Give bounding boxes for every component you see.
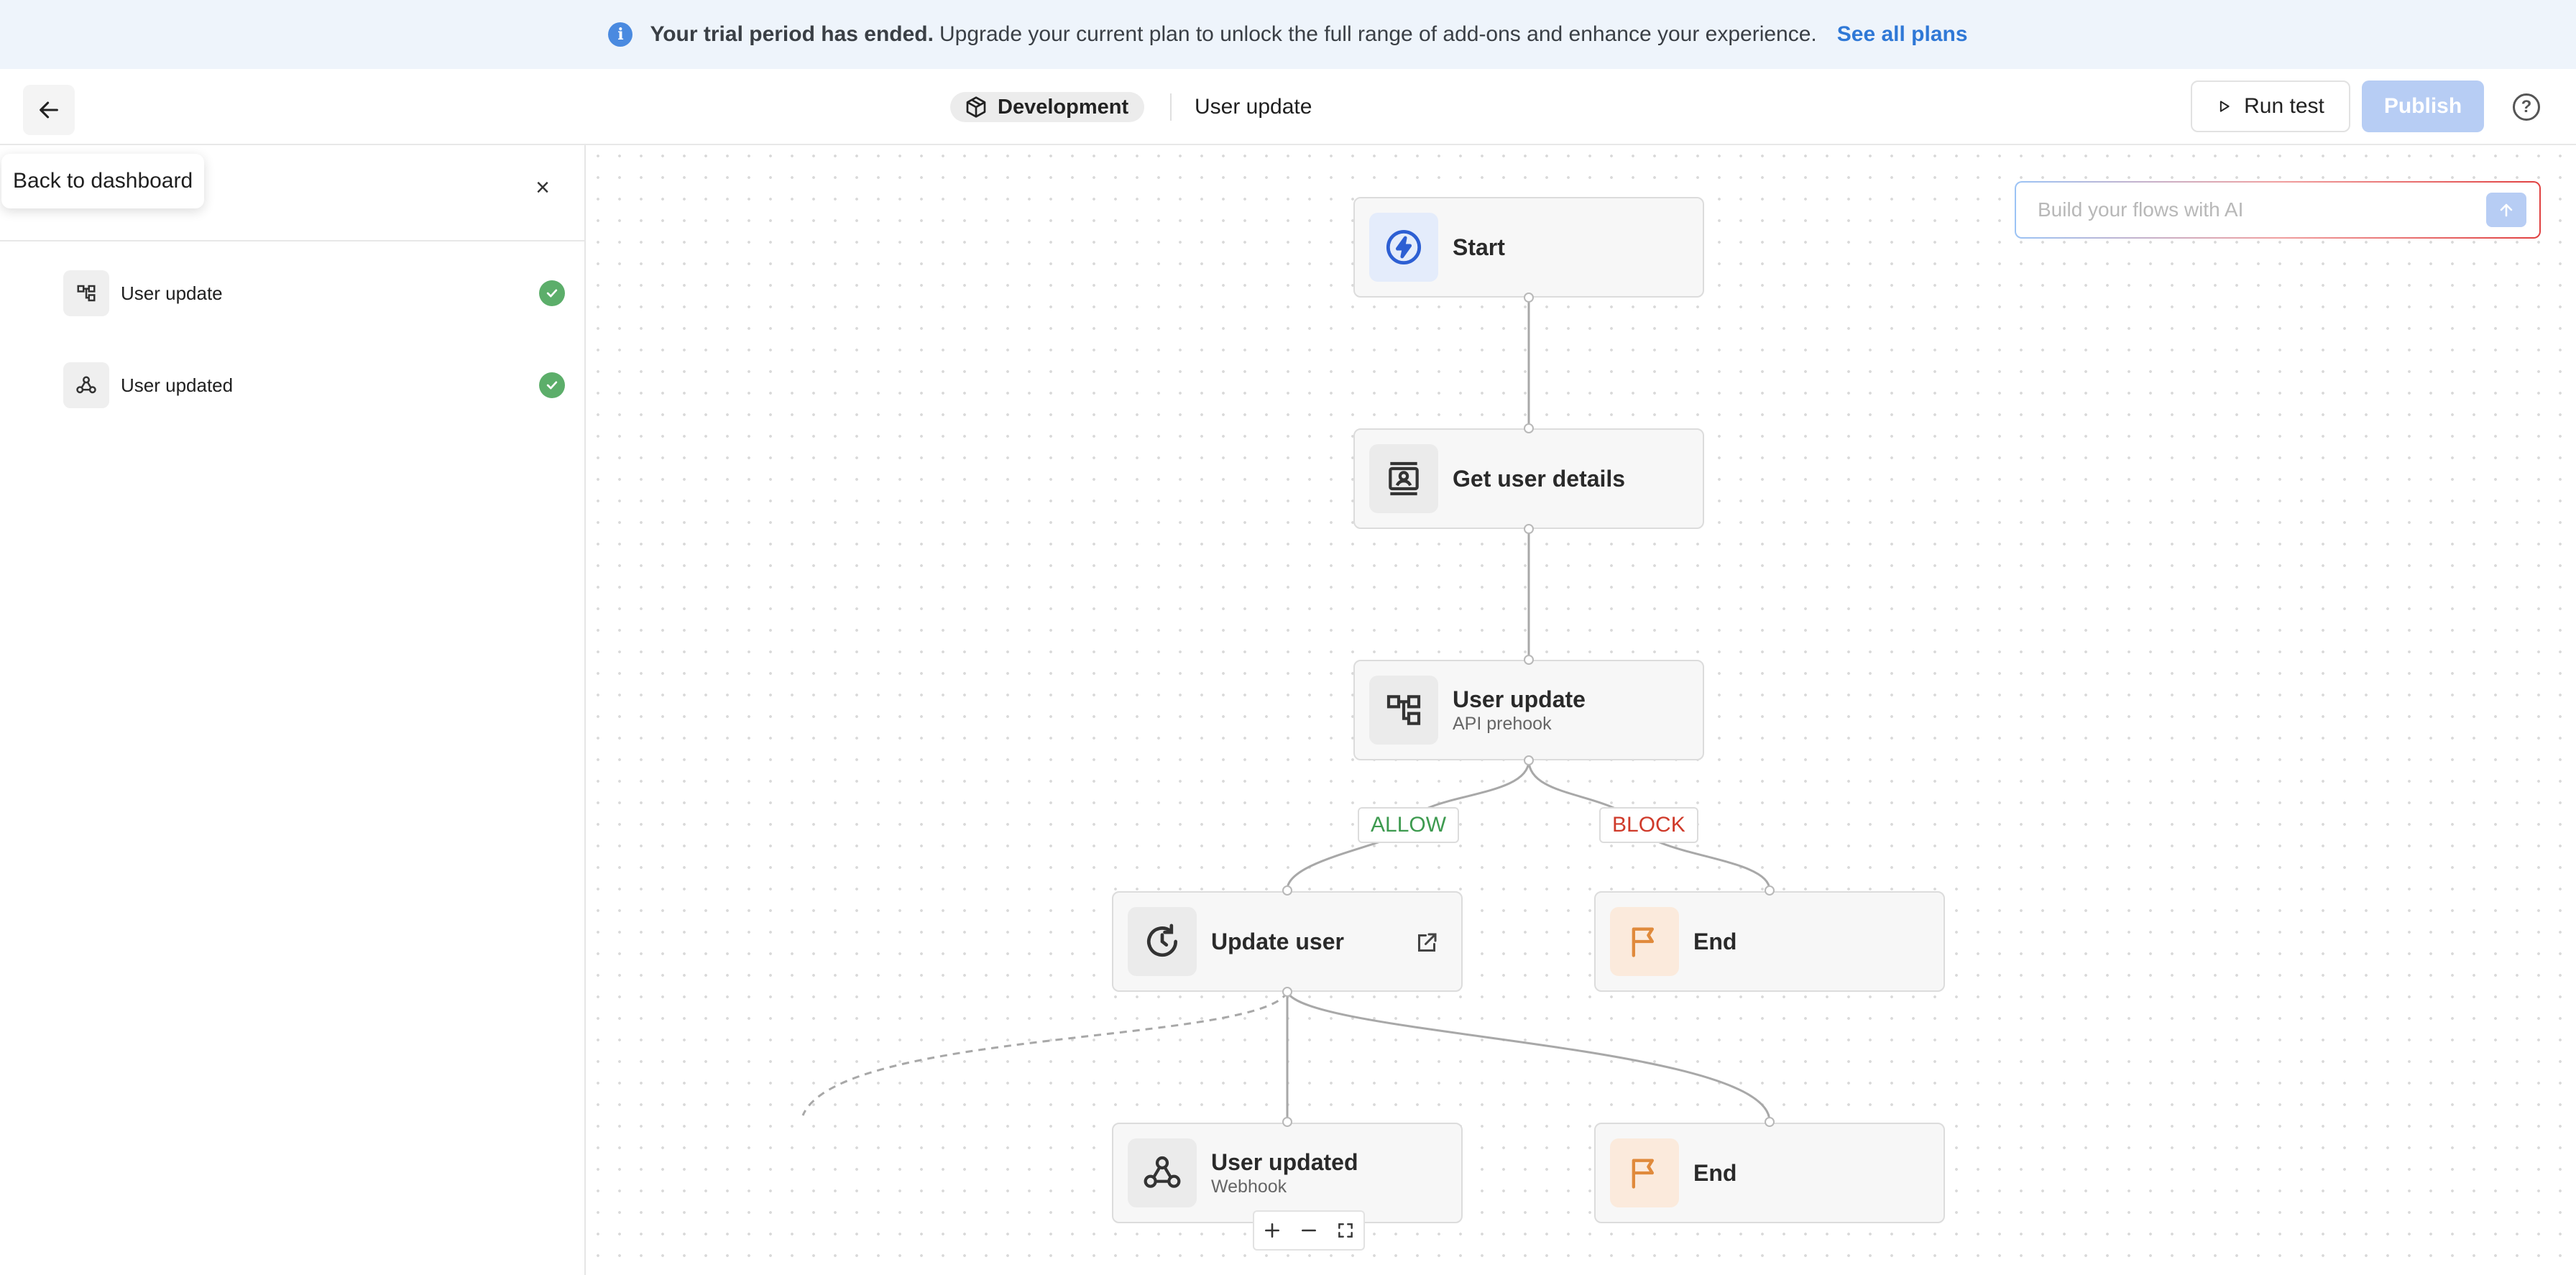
trial-banner: i Your trial period has ended. Upgrade y… xyxy=(0,0,2576,69)
connector-handle[interactable] xyxy=(1524,524,1534,534)
plus-icon xyxy=(1265,1223,1280,1238)
sidebar-item-user-update[interactable]: User update xyxy=(63,270,566,316)
banner-text: Upgrade your current plan to unlock the … xyxy=(939,22,1817,46)
publish-button[interactable]: Publish xyxy=(2362,80,2484,132)
connector-handle[interactable] xyxy=(1524,655,1534,665)
package-icon xyxy=(966,96,986,118)
node-title: End xyxy=(1693,929,1737,954)
header: Development User update Run test Publish… xyxy=(0,69,2576,145)
node-user-update-prehook[interactable]: User update API prehook xyxy=(1353,660,1704,760)
sidebar-item-user-updated[interactable]: User updated xyxy=(63,362,566,408)
banner-bold-text: Your trial period has ended. xyxy=(650,22,934,46)
zoom-in-button[interactable] xyxy=(1259,1218,1285,1243)
help-icon[interactable]: ? xyxy=(2513,93,2540,121)
minus-icon xyxy=(1302,1229,1316,1232)
node-end-block[interactable]: End xyxy=(1594,891,1945,992)
run-test-label: Run test xyxy=(2244,94,2324,118)
sidebar-item-label: User updated xyxy=(121,374,234,396)
flow-title: User update xyxy=(1195,95,1312,119)
node-title: User updated xyxy=(1211,1149,1358,1175)
connector-handle[interactable] xyxy=(1524,755,1534,765)
node-title: Start xyxy=(1453,234,1505,260)
user-card-icon xyxy=(1369,444,1438,513)
branch-block-label: BLOCK xyxy=(1599,807,1698,843)
sidebar: Back to dashboard × User update User upd… xyxy=(0,145,586,1275)
close-icon[interactable]: × xyxy=(535,174,550,201)
ai-prompt-input[interactable] xyxy=(2038,198,2486,221)
connector-handle[interactable] xyxy=(1765,1117,1775,1127)
refresh-icon xyxy=(1128,907,1197,976)
edge-dangling xyxy=(801,991,1289,1116)
connector-handle[interactable] xyxy=(1282,1117,1292,1127)
run-test-button[interactable]: Run test xyxy=(2191,80,2350,132)
header-divider xyxy=(1170,93,1172,121)
node-subtitle: API prehook xyxy=(1453,714,1552,734)
environment-label: Development xyxy=(998,95,1129,119)
node-title: Update user xyxy=(1211,929,1344,954)
arrow-up-icon xyxy=(2500,203,2513,217)
lightning-icon xyxy=(1369,213,1438,282)
node-user-updated-webhook[interactable]: User updated Webhook xyxy=(1112,1123,1463,1223)
webhook-icon xyxy=(63,362,109,408)
node-end-bottom[interactable]: End xyxy=(1594,1123,1945,1223)
external-link-icon[interactable] xyxy=(1414,930,1440,959)
check-icon xyxy=(539,372,565,398)
ai-send-button[interactable] xyxy=(2486,193,2526,227)
api-prehook-icon xyxy=(1369,676,1438,745)
environment-badge[interactable]: Development xyxy=(950,92,1145,122)
flag-icon xyxy=(1610,1138,1679,1207)
connector-handle[interactable] xyxy=(1282,885,1292,896)
play-icon xyxy=(2220,101,2230,112)
connector-handle[interactable] xyxy=(1282,987,1292,997)
webhook-icon xyxy=(1128,1138,1197,1207)
node-title: End xyxy=(1693,1160,1737,1186)
arrow-left-icon xyxy=(40,101,58,119)
fit-view-button[interactable] xyxy=(1333,1218,1358,1243)
node-start[interactable]: Start xyxy=(1353,197,1704,298)
back-button[interactable] xyxy=(23,85,75,135)
flow-canvas[interactable]: Start Get user details User update API p… xyxy=(587,145,2576,1275)
node-update-user[interactable]: Update user xyxy=(1112,891,1463,992)
node-title: User update xyxy=(1453,686,1586,712)
node-title: Get user details xyxy=(1453,466,1626,492)
branch-allow-label: ALLOW xyxy=(1358,807,1460,843)
connector-handle[interactable] xyxy=(1524,293,1534,303)
connector-handle[interactable] xyxy=(1524,423,1534,433)
api-prehook-icon xyxy=(63,270,109,316)
node-get-user-details[interactable]: Get user details xyxy=(1353,428,1704,529)
back-tooltip: Back to dashboard xyxy=(1,154,205,208)
zoom-controls xyxy=(1253,1210,1365,1251)
connector-handle[interactable] xyxy=(1765,885,1775,896)
flag-icon xyxy=(1610,907,1679,976)
node-subtitle: Webhook xyxy=(1211,1177,1287,1197)
edge-update-end xyxy=(1286,991,1771,1122)
ai-prompt-box xyxy=(2015,181,2541,239)
fullscreen-icon xyxy=(1338,1223,1353,1238)
see-all-plans-link[interactable]: See all plans xyxy=(1836,22,1968,46)
info-icon: i xyxy=(608,22,633,47)
check-icon xyxy=(539,280,565,306)
sidebar-item-label: User update xyxy=(121,282,223,304)
zoom-out-button[interactable] xyxy=(1296,1218,1322,1243)
sidebar-divider xyxy=(0,240,584,241)
